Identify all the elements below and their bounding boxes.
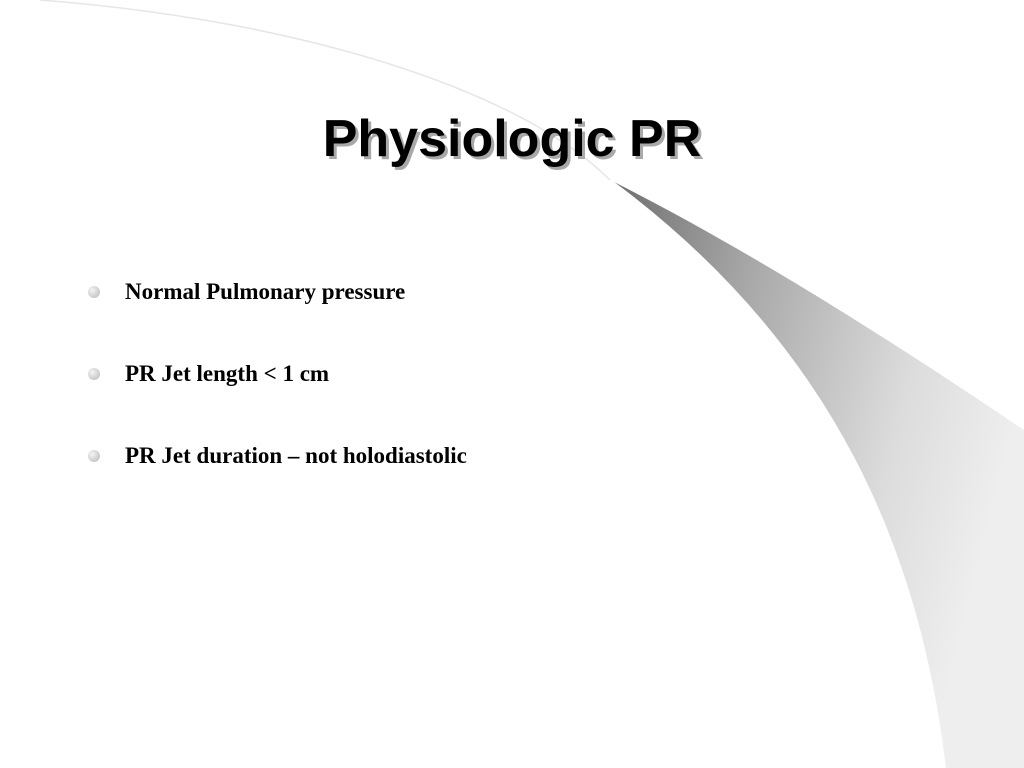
- swoosh-edge: [609, 179, 946, 768]
- bullet-text: PR Jet length < 1 cm: [125, 361, 330, 386]
- swoosh-shape: [610, 180, 1024, 768]
- bullet-text: PR Jet duration – not holodiastolic: [125, 443, 467, 468]
- bullet-icon: [88, 286, 100, 298]
- slide-title: Physiologic PR: [322, 110, 702, 168]
- bullet-list: Normal Pulmonary pressure PR Jet length …: [88, 270, 467, 516]
- bullet-text: Normal Pulmonary pressure: [125, 279, 406, 304]
- bullet-icon: [88, 368, 100, 380]
- list-item: Normal Pulmonary pressure: [88, 270, 467, 314]
- bullet-icon: [88, 450, 100, 462]
- list-item: PR Jet duration – not holodiastolic: [88, 434, 467, 478]
- swoosh-outline: [39, 0, 611, 181]
- list-item: PR Jet length < 1 cm: [88, 352, 467, 396]
